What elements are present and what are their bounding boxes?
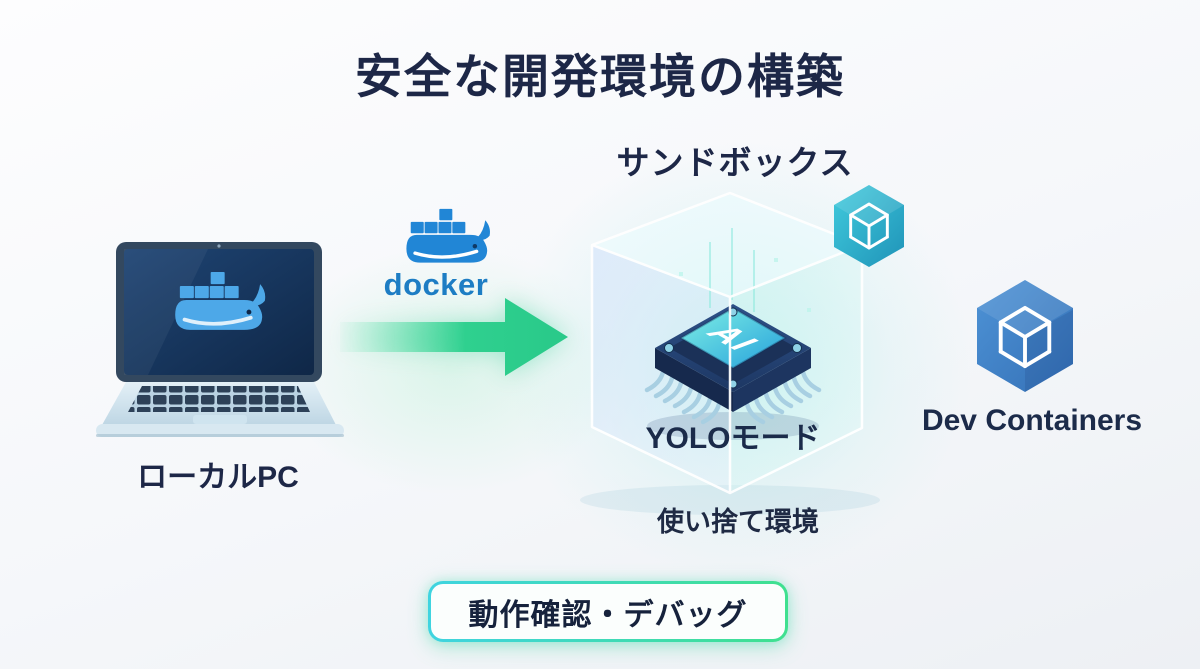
yolo-mode-label: YOLOモード — [645, 422, 821, 455]
footer-badge-label: 動作確認・デバッグ — [431, 584, 785, 639]
laptop-icon — [96, 242, 344, 437]
dev-containers-icon — [977, 280, 1073, 392]
footer-badge: 動作確認・デバッグ — [428, 581, 788, 642]
local-pc-label: ローカルPC — [137, 461, 299, 494]
ai-chip-icon: AI — [644, 304, 822, 440]
docker-whale-icon — [404, 207, 492, 265]
page-title: 安全な開発環境の構築 — [355, 50, 845, 103]
arrow-right-icon — [340, 298, 568, 376]
sandbox-cube-icon: AI — [580, 185, 904, 515]
docker-label: docker — [383, 267, 489, 302]
dev-containers-label: Dev Containers — [921, 404, 1143, 437]
disposable-env-label: 使い捨て環境 — [657, 507, 819, 537]
sandbox-label: サンドボックス — [616, 144, 854, 181]
circuit-lines — [709, 228, 755, 312]
cube-badge-icon — [834, 185, 904, 267]
